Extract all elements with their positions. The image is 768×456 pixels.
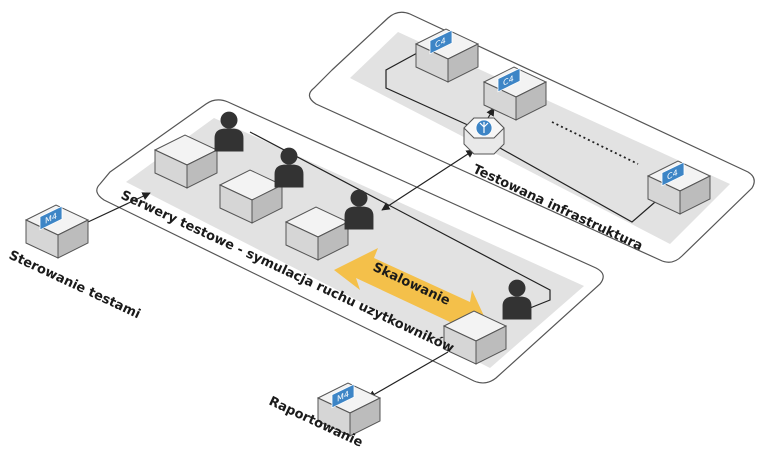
server-box — [442, 310, 508, 365]
infra-right-badge: C4 — [667, 167, 678, 182]
reporting-server: M4 — [316, 382, 382, 437]
infra-server-top: C4 — [414, 28, 480, 83]
infrastructure-panel — [308, 11, 755, 263]
infra-server-mid: C4 — [482, 66, 548, 121]
control-server: M4 — [24, 204, 90, 259]
server-box — [153, 134, 219, 189]
infra-top-badge: C4 — [435, 35, 446, 50]
server-box — [284, 206, 350, 261]
control-label: Sterowanie testami — [6, 248, 142, 322]
infra-mid-badge: C4 — [503, 73, 514, 88]
reporting-badge: M4 — [337, 388, 349, 403]
infra-server-right: C4 — [646, 160, 712, 215]
load-balancer-icon — [463, 117, 505, 155]
control-badge: M4 — [45, 210, 57, 225]
server-box — [218, 169, 284, 224]
